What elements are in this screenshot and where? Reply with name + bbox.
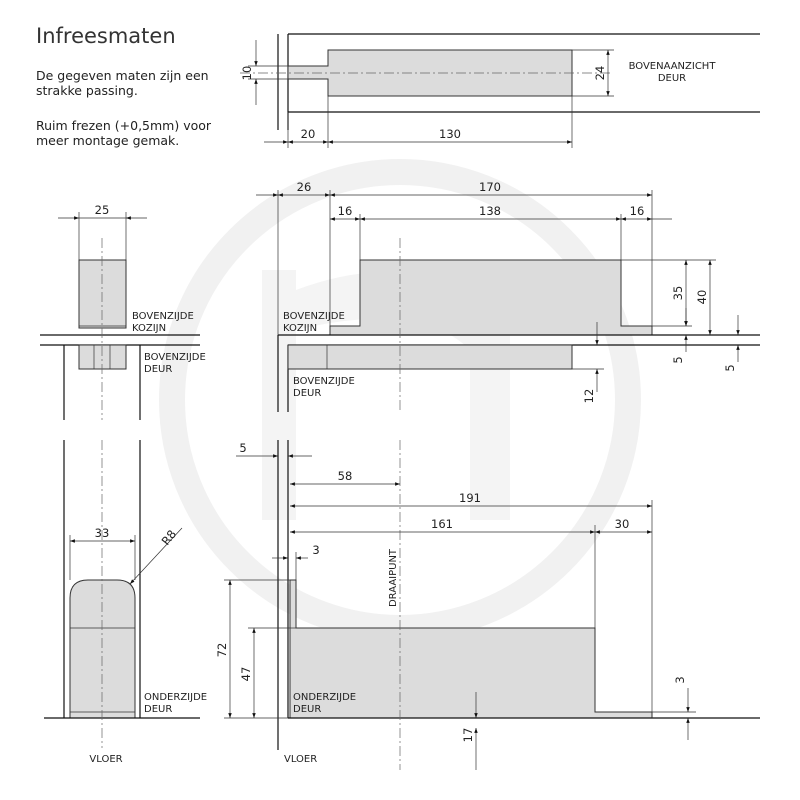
dim-front-right-step: 16	[630, 204, 645, 218]
dim-top-slot-width: 10	[240, 66, 254, 81]
label-front-bovenzijde-kozijn: BOVENZIJDE	[283, 311, 345, 322]
note-loose-fit: Ruim frezen (+0,5mm) voor meer montage g…	[36, 118, 212, 148]
dim-front-total: 170	[479, 180, 501, 194]
dim-top-body-width: 24	[593, 66, 607, 81]
upper-front-view: 26 170 16 138 16 35 40 5 5	[256, 180, 760, 412]
dim-lower-length: 161	[431, 517, 453, 531]
note-tight-fit: De gegeven maten zijn een strakke passin…	[36, 68, 209, 98]
label-front-bovenzijde-deur: BOVENZIJDE	[293, 376, 355, 387]
dim-front-height-inner: 35	[671, 286, 685, 301]
lower-front-view: DRAAIPUNT 5 58 191 161 30 3	[215, 440, 760, 770]
dim-lower-clearance: 5	[239, 441, 246, 455]
dim-front-left-step: 16	[338, 204, 353, 218]
upper-side-view: 25 BOVENZIJDE KOZIJN BOVENZIJDE DEUR	[40, 203, 206, 420]
top-view: 10 24 BOVENAANZICHT DEUR 20 130	[240, 33, 760, 148]
label-side-onderzijde-deur-2: DEUR	[144, 704, 172, 715]
dim-lower-side-width: 33	[95, 526, 110, 540]
dim-lower-tail-height: 3	[673, 676, 687, 683]
label-draaipunt: DRAAIPUNT	[388, 548, 399, 607]
dim-lower-floor-gap: 17	[461, 728, 475, 743]
dim-front-height-outer: 40	[695, 290, 709, 305]
dim-lower-lip: 3	[312, 543, 319, 557]
label-front-vloer: VLOER	[284, 754, 317, 765]
label-side-onderzijde-deur: ONDERZIJDE	[144, 692, 207, 703]
label-side-deur: DEUR	[144, 364, 172, 375]
dim-lower-pivot: 58	[338, 469, 353, 483]
dim-top-neck-length: 20	[301, 127, 316, 141]
dim-front-offset: 26	[297, 180, 312, 194]
label-side-bovenzijde-kozijn: BOVENZIJDE	[132, 311, 194, 322]
label-bovenaanzicht: BOVENAANZICHT	[629, 61, 717, 72]
dim-lower-tail: 30	[615, 517, 630, 531]
dim-lower-height-body: 47	[239, 667, 253, 682]
label-front-onderzijde-deur: ONDERZIJDE	[293, 692, 356, 703]
dim-front-gap-a: 5	[671, 356, 685, 363]
label-side-bovenzijde-deur: BOVENZIJDE	[144, 352, 206, 363]
dim-front-door-depth: 12	[582, 389, 596, 404]
label-front-kozijn: KOZIJN	[283, 323, 317, 334]
page-title: Infreesmaten	[36, 24, 176, 48]
dim-side-frame-width: 25	[95, 203, 110, 217]
dim-front-middle: 138	[479, 204, 501, 218]
label-side-vloer: VLOER	[89, 754, 122, 765]
label-front-onderzijde-deur-2: DEUR	[293, 704, 321, 715]
dim-lower-side-radius: R8	[159, 527, 179, 548]
dim-lower-height-total: 72	[215, 643, 229, 658]
dim-front-gap-b: 5	[723, 364, 737, 371]
label-side-kozijn: KOZIJN	[132, 323, 166, 334]
dim-top-body-length: 130	[439, 127, 461, 141]
label-front-deur: DEUR	[293, 388, 321, 399]
dim-lower-total: 191	[459, 491, 481, 505]
label-bovenaanzicht-deur: DEUR	[658, 73, 686, 84]
